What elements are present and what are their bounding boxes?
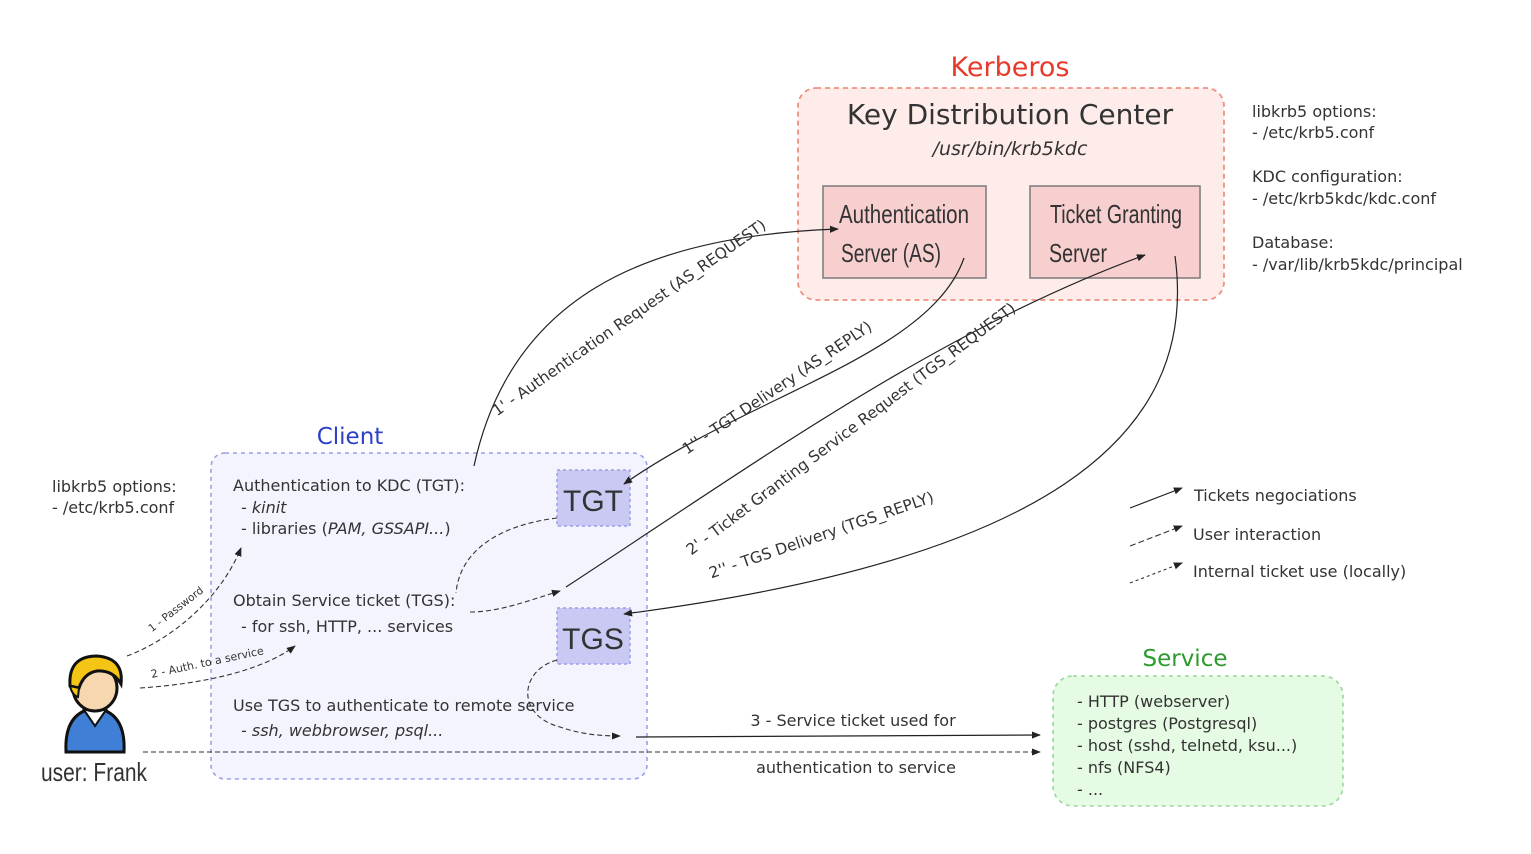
legend-item-internal: Internal ticket use (locally) [1193, 562, 1406, 581]
service-ticket-arrow [635, 731, 1041, 739]
tgs-internal-use-arrow [527, 659, 621, 740]
kdc-config-notes: libkrb5 options: - /etc/krb5.conf KDC co… [1252, 102, 1463, 274]
legend-item-user: User interaction [1193, 525, 1321, 544]
service-item: - postgres (Postgresql) [1077, 714, 1257, 733]
kdc-db-label: Database: [1252, 233, 1334, 252]
service-ticket-label-1: 3 - Service ticket used for [750, 711, 956, 730]
as-request-label: 1' - Authentication Request (AS_REQUEST) [489, 216, 770, 421]
auth-service-arrow [139, 645, 296, 689]
client-auth-item-libraries: - libraries (PAM, GSSAPI...) [241, 519, 451, 538]
client-auth-heading: Authentication to KDC (TGT): [233, 476, 465, 495]
client-obtain-item: - for ssh, HTTP, ... services [241, 617, 453, 636]
tgt-badge-label: TGT [563, 485, 623, 518]
kdc-db-value: - /var/lib/krb5kdc/principal [1252, 255, 1463, 274]
ticket-granting-server: Ticket Granting Server [1029, 185, 1201, 279]
tgs-request-arrow [565, 254, 1146, 588]
legend-solid-arrow [1129, 487, 1183, 509]
as-request-arrow [473, 225, 839, 467]
legend: Tickets negociations User interaction In… [1129, 486, 1406, 584]
tgs-server-line-2: Server [1049, 238, 1107, 268]
user-avatar-icon [64, 654, 126, 754]
legend-item-tickets: Tickets negociations [1193, 486, 1357, 505]
password-label: 1 - Password [146, 585, 206, 635]
as-line-1: Authentication [839, 199, 969, 229]
kerberos-title: Kerberos [951, 52, 1070, 83]
authentication-server: Authentication Server (AS) [822, 185, 987, 279]
kdc-path: /usr/bin/krb5kdc [931, 138, 1088, 160]
tgt-to-obtain-arrow [469, 589, 561, 613]
service-item: - nfs (NFS4) [1077, 758, 1171, 777]
kdc-title: Key Distribution Center [847, 98, 1174, 131]
as-line-2: Server (AS) [841, 238, 941, 268]
legend-user-arrow [1129, 525, 1183, 547]
client-libkrb5-label: libkrb5 options: [52, 477, 177, 496]
service-item: - host (sshd, telnetd, ksu...) [1077, 736, 1297, 755]
client-auth-item-kinit: - kinit [241, 498, 287, 517]
client-libkrb5-value: - /etc/krb5.conf [52, 498, 175, 517]
client-obtain-section: Obtain Service ticket (TGS): - for ssh, … [233, 591, 455, 636]
tgs-reply-arrow [623, 255, 1179, 617]
client-use-section: Use TGS to authenticate to remote servic… [233, 696, 575, 740]
legend-internal-arrow [1129, 562, 1183, 584]
service-item: - HTTP (webserver) [1077, 692, 1230, 711]
client-obtain-heading: Obtain Service ticket (TGS): [233, 591, 455, 610]
kdc-libkrb5-value: - /etc/krb5.conf [1252, 123, 1375, 142]
as-reply-arrow [623, 257, 965, 485]
password-arrow [126, 547, 242, 657]
client-box [210, 452, 648, 780]
tgs-badge-label: TGS [562, 623, 624, 656]
tgt-internal-use-arrow [455, 517, 558, 594]
client-use-heading: Use TGS to authenticate to remote servic… [233, 696, 575, 715]
service-list: - HTTP (webserver) - postgres (Postgresq… [1077, 692, 1297, 799]
kdc-conf-label: KDC configuration: [1252, 167, 1403, 186]
user-label: user: Frank [41, 757, 148, 787]
service-item: - ... [1077, 780, 1103, 799]
kdc-conf-value: - /etc/krb5kdc/kdc.conf [1252, 189, 1436, 208]
kdc-libkrb5-label: libkrb5 options: [1252, 102, 1377, 121]
service-title: Service [1142, 646, 1227, 672]
client-auth-section: Authentication to KDC (TGT): - kinit - l… [233, 476, 465, 538]
tgs-server-line-1: Ticket Granting [1050, 199, 1182, 229]
client-use-item: - ssh, webbrowser, psql... [241, 721, 443, 740]
tgt-badge: TGT [556, 469, 631, 527]
service-box [1052, 675, 1344, 807]
service-ticket-label-2: authentication to service [756, 758, 956, 777]
tgs-badge: TGS [556, 607, 631, 665]
client-title: Client [317, 424, 384, 450]
